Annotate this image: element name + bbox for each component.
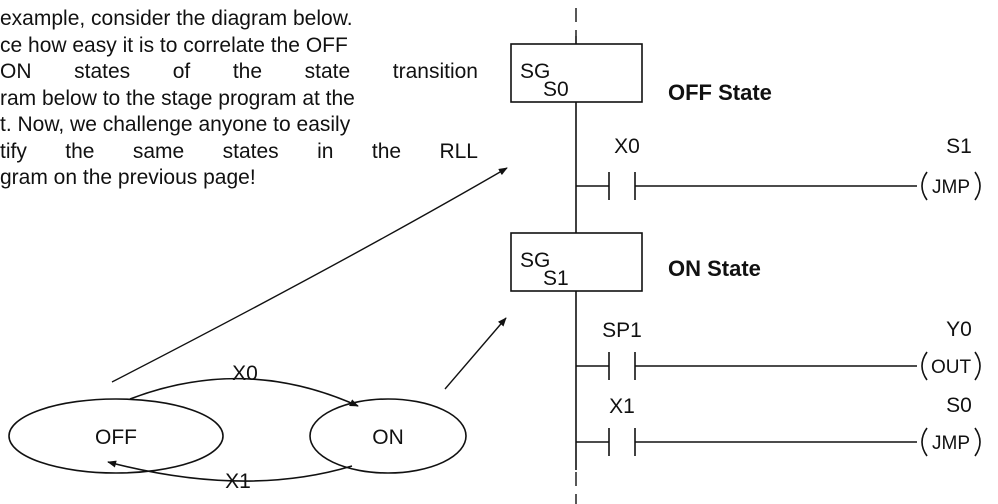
stage-subscript-s0: S0 [543, 78, 569, 101]
contact-x0 [576, 172, 917, 200]
coil-address-y0: Y0 [946, 318, 972, 341]
pointer-arrow-on-to-stage1 [444, 317, 507, 390]
transition-label-x1: X1 [225, 470, 251, 493]
stage-caption-off-state: OFF State [668, 80, 772, 105]
stage-program: SG S0 OFF State X0 S1 JMP SG S1 ON State… [510, 8, 981, 504]
paragraph-line: example, consider the diagram below. [0, 7, 353, 30]
pointer-arrow-off-to-stage0 [111, 167, 508, 383]
stage-subscript-s1: S1 [543, 267, 569, 290]
stage-box-s0 [510, 43, 643, 103]
state-on-label: ON [372, 426, 404, 449]
coil-address-s1: S1 [946, 135, 972, 158]
stage-label-s0: SG [520, 60, 550, 83]
intro-paragraph: example, consider the diagram below. ce … [0, 6, 478, 192]
coil-type-jmp-2: JMP [932, 433, 970, 454]
coil-out-y0 [921, 351, 981, 381]
transition-label-x0: X0 [232, 362, 258, 385]
paragraph-line: gram on the previous page! [0, 166, 256, 189]
transition-arrow-off-to-on [129, 377, 359, 407]
stage-caption-on-state: ON State [668, 256, 761, 281]
contact-label-x0: X0 [614, 135, 640, 158]
coil-jmp-s1 [921, 171, 981, 201]
stage-box-s1 [510, 232, 643, 292]
transition-arrow-on-to-off [107, 460, 353, 482]
coil-type-jmp-1: JMP [932, 177, 970, 198]
paragraph-line: ON states of the state transition [0, 60, 478, 83]
paragraph-line: t. Now, we challenge anyone to easily [0, 113, 351, 136]
paragraph-line: tify the same states in the RLL [0, 139, 478, 163]
contact-sp1 [576, 352, 917, 380]
coil-jmp-s0 [921, 427, 981, 457]
state-diagram: OFF ON X0 X1 [8, 167, 508, 493]
paragraph-line: ram below to the stage program at the [0, 86, 355, 110]
contact-label-sp1: SP1 [602, 319, 642, 342]
state-off-node [8, 398, 224, 474]
state-on-node [309, 398, 467, 474]
coil-type-out: OUT [931, 357, 972, 378]
contact-x1 [576, 428, 917, 456]
coil-address-s0: S0 [946, 394, 972, 417]
state-off-label: OFF [95, 426, 137, 449]
contact-label-x1: X1 [609, 395, 635, 418]
paragraph-line: ce how easy it is to correlate the OFF [0, 33, 348, 57]
stage-label-s1: SG [520, 249, 550, 272]
